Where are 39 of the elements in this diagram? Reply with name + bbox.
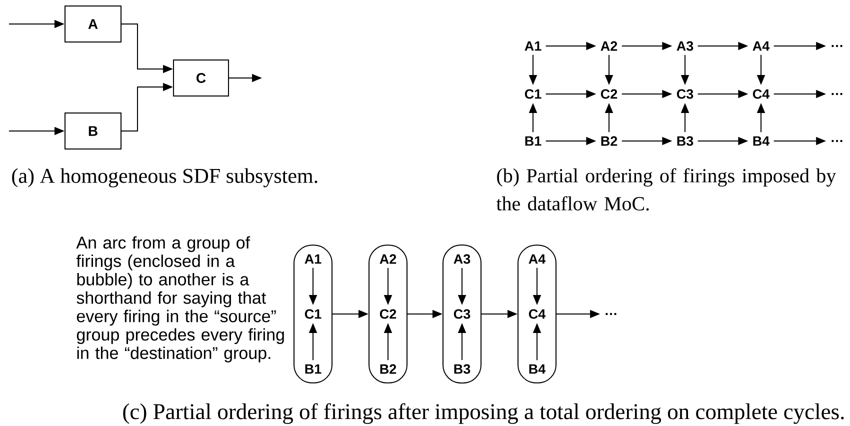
bubble — [518, 244, 556, 384]
firing-label: A1 — [524, 41, 542, 51]
firing-label: A3 — [454, 254, 470, 264]
process-box: A — [64, 6, 122, 42]
firing-label: C1 — [524, 89, 542, 99]
firing-label: C3 — [676, 89, 694, 99]
caption: (b) Partial ordering of firings imposed by the dataflow MoC. — [496, 168, 836, 211]
firing-label: B4 — [529, 364, 546, 374]
firing-label: B1 — [525, 136, 542, 146]
firing-label: A3 — [676, 41, 694, 51]
firing-label: A2 — [380, 254, 396, 264]
firing-label: B2 — [601, 136, 618, 146]
caption: (c) Partial ordering of firings after imposing a total ordering on complete cycles. — [123, 403, 844, 424]
firing-label: B3 — [454, 364, 470, 374]
firing-label: B1 — [305, 364, 322, 374]
firing-label: C4 — [752, 89, 770, 99]
firing-label: … — [832, 140, 842, 142]
firing-label: A2 — [600, 41, 618, 51]
firing-label: … — [832, 93, 842, 95]
bubble — [442, 244, 482, 384]
firing-label: … — [832, 45, 842, 47]
firing-label: C2 — [600, 89, 618, 99]
bubble — [294, 244, 332, 384]
firing-label: B3 — [677, 136, 694, 146]
firing-label: A4 — [528, 254, 546, 264]
firing-label: C2 — [380, 309, 396, 319]
explanation-text: An arc from a group of firings (enclosed in a bubble) to another is a shorthand for saying that every firing in the “source” group precedes every firing in the “destination” group. — [76, 236, 284, 362]
firing-label: A1 — [304, 254, 322, 264]
firing-label: C3 — [454, 309, 470, 319]
process-box: B — [64, 112, 122, 150]
firing-label: … — [606, 313, 616, 315]
firing-label: B4 — [753, 136, 770, 146]
caption: (a) A homogeneous SDF subsystem. — [12, 168, 318, 188]
firing-label: C1 — [304, 309, 322, 319]
process-box: C — [173, 60, 229, 96]
firing-label: C4 — [528, 309, 546, 319]
firing-label: A4 — [752, 41, 770, 51]
firing-label: B2 — [380, 364, 396, 374]
bubble — [368, 244, 408, 384]
